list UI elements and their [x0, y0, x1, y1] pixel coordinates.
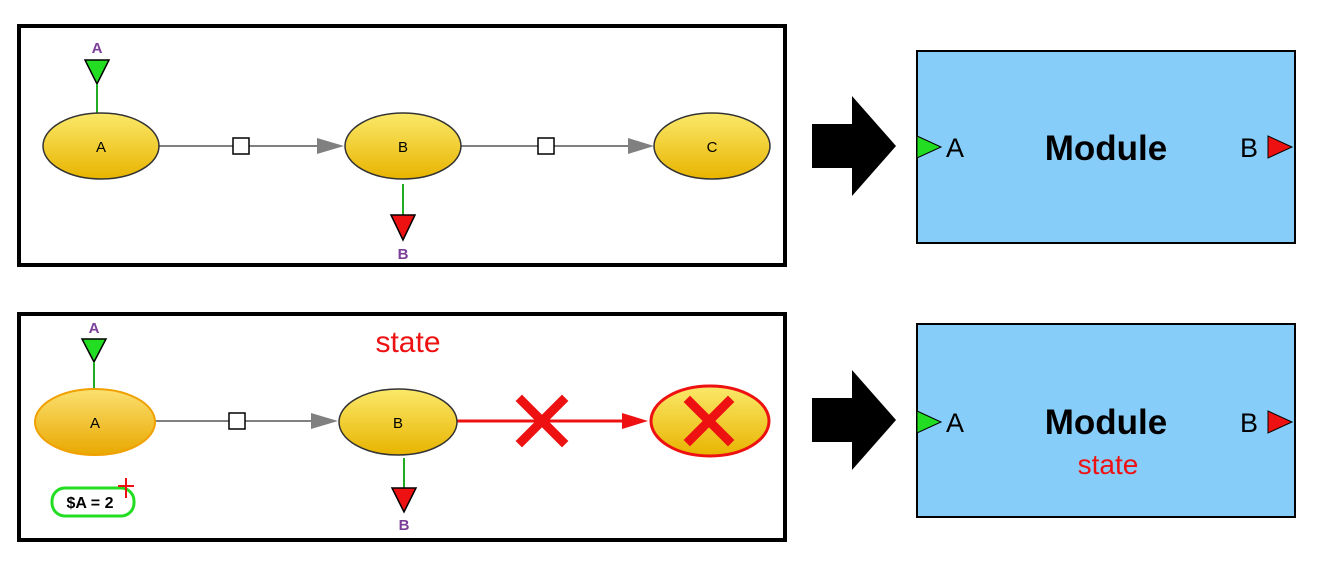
bottom-module-subtitle: state: [1078, 449, 1139, 480]
bottom-module-input-label: A: [946, 408, 964, 438]
node-a-label: A: [96, 139, 106, 156]
bottom-edge-b-x-arrowhead: [622, 413, 648, 429]
top-module-input-label: A: [946, 133, 964, 163]
output-port-triangle-icon[interactable]: [1267, 135, 1294, 159]
bottom-panel: state A A B: [17, 312, 787, 542]
red-x-icon: [515, 394, 569, 448]
bottom-output-port-label: B: [399, 517, 410, 534]
bottom-module-block[interactable]: A Module state B: [916, 323, 1296, 518]
bottom-edge-a-b-arrowhead: [311, 413, 338, 429]
bottom-state-label: state: [375, 326, 440, 359]
node-b[interactable]: B: [344, 112, 462, 180]
red-x-icon: [683, 395, 735, 447]
edge-b-c-handle[interactable]: [537, 137, 555, 155]
edge-a-b-arrowhead: [317, 138, 344, 154]
top-panel: A A B C B: [17, 24, 787, 267]
top-output-port-label: B: [398, 246, 409, 263]
output-port-triangle-icon[interactable]: [389, 214, 417, 242]
top-module-block[interactable]: A Module B: [916, 50, 1296, 244]
input-port-triangle-icon[interactable]: [80, 338, 108, 364]
node-b-label: B: [398, 139, 408, 156]
bottom-node-a-label: A: [90, 415, 100, 432]
input-port-triangle-icon[interactable]: [916, 135, 943, 159]
bottom-edge-a-b-handle[interactable]: [228, 412, 246, 430]
bottom-module-title: Module: [1045, 403, 1167, 442]
top-input-port-label: A: [92, 40, 103, 57]
top-module-title: Module: [1045, 129, 1167, 168]
right-arrow-icon: [812, 96, 896, 196]
node-c-label: C: [707, 139, 718, 156]
node-c[interactable]: C: [653, 112, 771, 180]
right-arrow-icon: [812, 370, 896, 470]
input-port-triangle-icon[interactable]: [83, 59, 111, 86]
bottom-module-output-label: B: [1240, 408, 1258, 438]
assignment-label: $A = 2: [67, 495, 114, 512]
bottom-node-a[interactable]: A: [34, 388, 156, 456]
node-a[interactable]: A: [42, 112, 160, 180]
top-module-output-label: B: [1240, 133, 1258, 163]
assignment-badge[interactable]: $A = 2: [50, 478, 136, 518]
bottom-input-port-label: A: [89, 320, 100, 337]
bottom-node-b-label: B: [393, 415, 403, 432]
bottom-node-b[interactable]: B: [338, 388, 458, 456]
edge-b-c-arrowhead: [628, 138, 654, 154]
edge-a-b-handle[interactable]: [232, 137, 250, 155]
output-port-triangle-icon[interactable]: [1267, 410, 1294, 434]
output-port-triangle-icon[interactable]: [390, 487, 418, 514]
bottom-node-removed[interactable]: [649, 384, 771, 458]
input-port-triangle-icon[interactable]: [916, 410, 943, 434]
